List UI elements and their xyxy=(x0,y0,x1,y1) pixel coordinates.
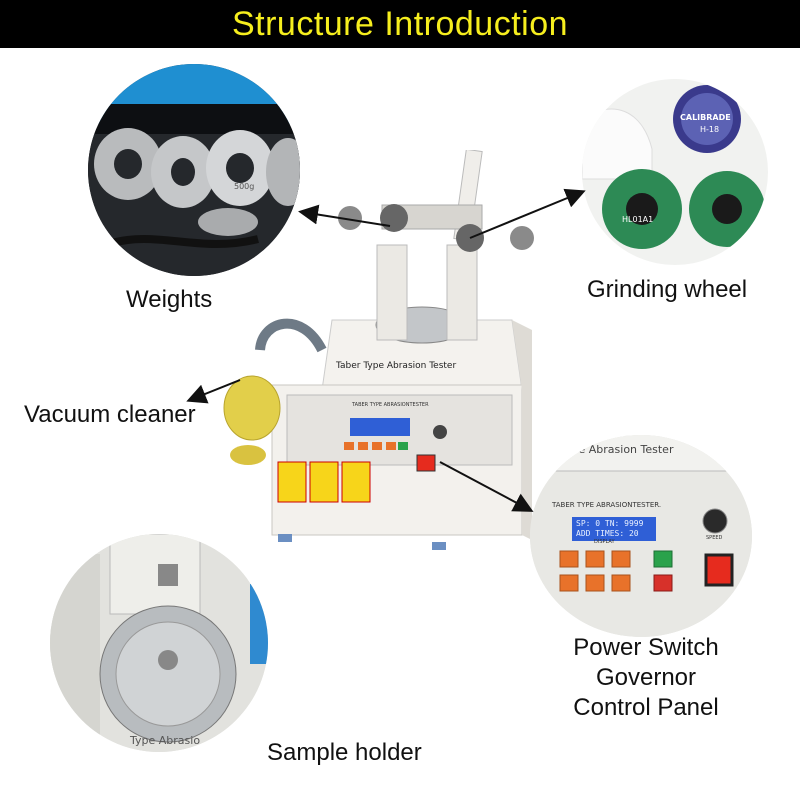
lcd-display: SP: 0 TN: 9999 ADD TIMES: 20 xyxy=(572,517,656,541)
wheel-reel-code: HL01A1 xyxy=(622,215,654,224)
label-power-switch: Power Switch xyxy=(573,634,719,661)
device-front-label: Taber Type Abrasion Tester xyxy=(336,361,457,371)
wheel-code: H-18 xyxy=(700,125,720,134)
sample-zoom-text: Type Abrasio xyxy=(130,734,201,747)
label-power-governor-panel: Power Switch Governor Control Panel xyxy=(556,633,736,723)
page-title: Structure Introduction xyxy=(231,4,569,43)
label-governor: Governor xyxy=(595,664,697,691)
panel-zoom-label: TABER TYPE ABRASIONTESTER. xyxy=(552,501,662,509)
panel-zoom-header: Type Abrasion Tester xyxy=(560,443,674,456)
sample-holder-zoom-photo: Type Abrasio xyxy=(50,534,268,752)
label-control-panel: Control Panel xyxy=(573,694,719,721)
device-panel-label: TABER TYPE ABRASIONTESTER xyxy=(352,402,429,408)
display-caption: DISPLAY xyxy=(594,539,615,545)
label-vacuum-cleaner: Vacuum cleaner xyxy=(24,401,196,428)
lcd-line-2: ADD TIMES: 20 xyxy=(576,529,639,538)
label-weights: Weights xyxy=(126,286,213,313)
lcd-line-1: SP: 0 TN: 9999 xyxy=(576,519,644,528)
weight-mark: 500g xyxy=(234,182,255,191)
title-banner: Structure Introduction xyxy=(0,0,800,48)
control-panel-zoom-photo: Type Abrasion Tester TABER TYPE ABRASION… xyxy=(530,435,752,637)
wheel-brand: CALIBRADE xyxy=(680,113,731,122)
label-sample-holder: Sample holder xyxy=(267,739,422,766)
speed-caption: SPEED xyxy=(706,535,723,541)
label-grinding-wheel: Grinding wheel xyxy=(587,276,748,303)
grinding-wheel-zoom-photo: CALIBRADE H-18 HL01A1 xyxy=(582,79,768,265)
abrasion-tester-photo: Taber Type Abrasion Tester TABER TYPE AB… xyxy=(222,150,552,580)
